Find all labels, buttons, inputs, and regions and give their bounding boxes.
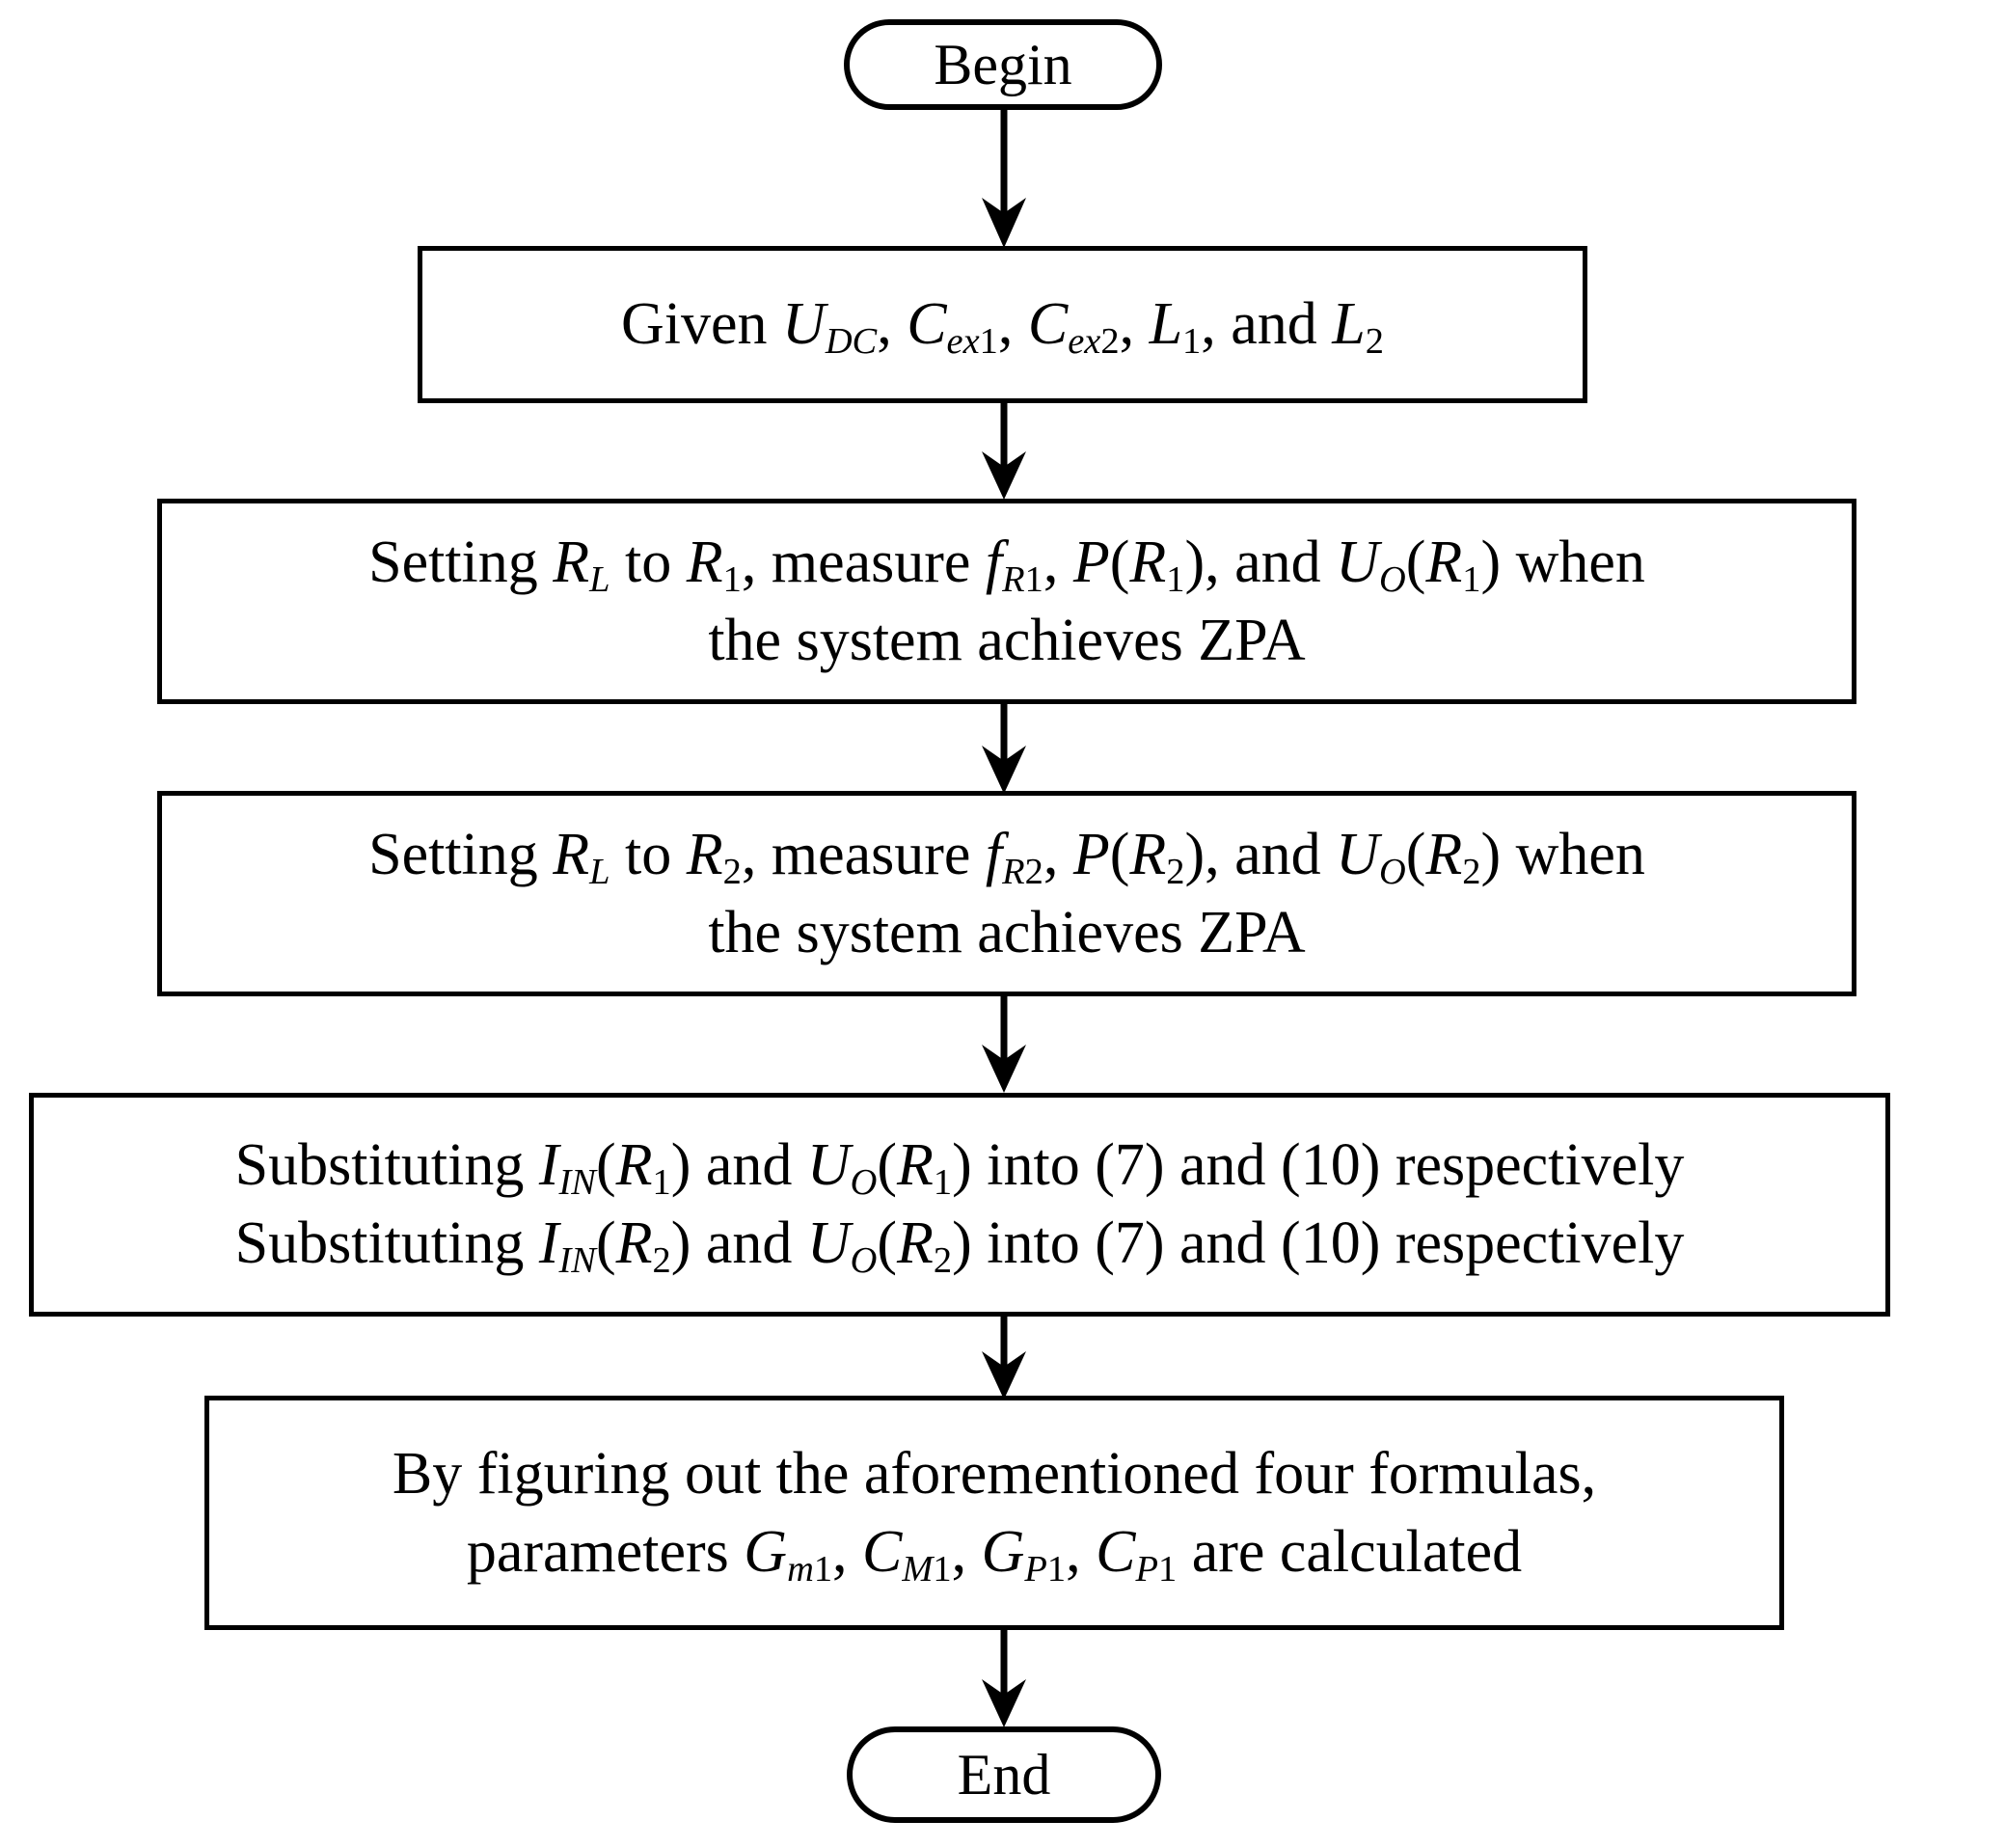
connector-measure-r1-to-measure-r2 [982, 704, 1026, 794]
node-given[interactable]: Given UDC, Cex1, Cex2, L1, and L2 [418, 246, 1587, 403]
node-given-label: Given UDC, Cex1, Cex2, L1, and L2 [621, 291, 1384, 363]
node-substitute-label: Substituting IIN(R1) and UO(R1) into (7)… [234, 1132, 1685, 1281]
node-end-label: End [957, 1743, 1051, 1807]
connector-begin-to-given [982, 109, 1026, 248]
node-begin-label: Begin [934, 33, 1072, 96]
connector-substitute-to-calculate [982, 1317, 1026, 1400]
node-end[interactable]: End [847, 1726, 1161, 1823]
connector-given-to-measure-r1 [982, 403, 1026, 500]
node-calculate-label: By figuring out the aforementioned four … [392, 1440, 1597, 1590]
node-calculate[interactable]: By figuring out the aforementioned four … [204, 1396, 1784, 1630]
node-begin[interactable]: Begin [844, 19, 1162, 110]
connector-measure-r2-to-substitute [982, 996, 1026, 1093]
node-measure-r2-label: Setting RL to R2, measure fR2, P(R2), an… [368, 821, 1645, 965]
connector-calculate-to-end [982, 1630, 1026, 1727]
node-measure-r1[interactable]: Setting RL to R1, measure fR1, P(R1), an… [157, 499, 1856, 704]
node-measure-r1-label: Setting RL to R1, measure fR1, P(R1), an… [368, 529, 1645, 673]
node-measure-r2[interactable]: Setting RL to R2, measure fR2, P(R2), an… [157, 791, 1856, 996]
node-substitute[interactable]: Substituting IIN(R1) and UO(R1) into (7)… [29, 1093, 1890, 1317]
